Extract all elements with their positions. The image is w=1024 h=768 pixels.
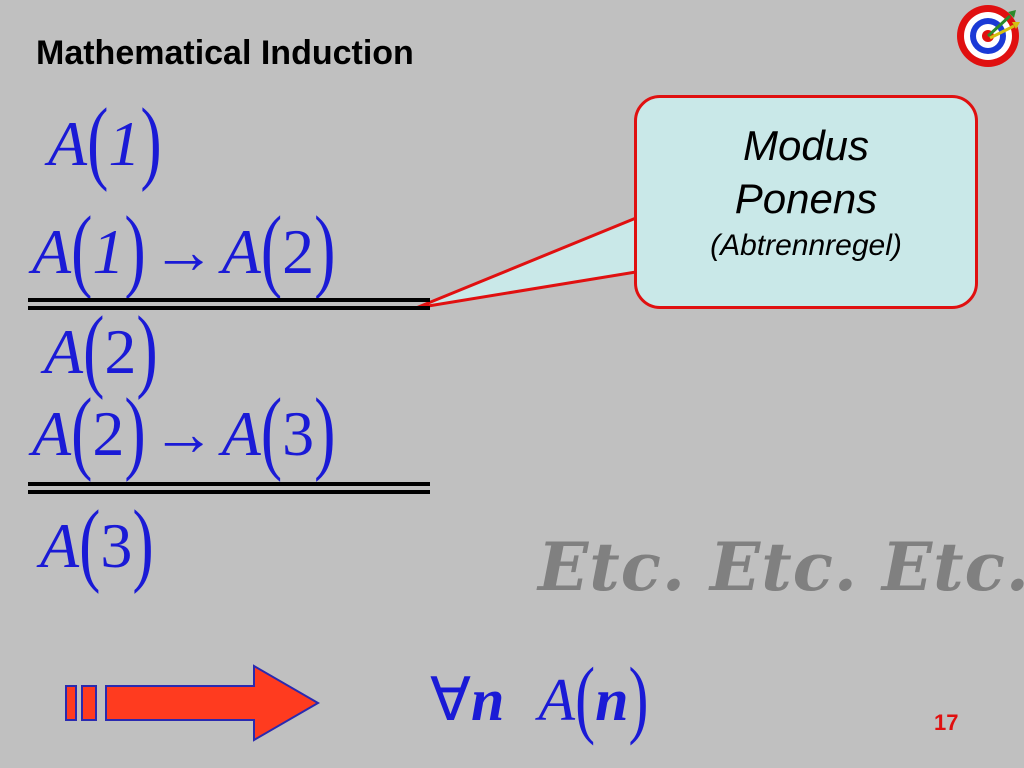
formula-arg: 2	[282, 216, 315, 287]
formula-arg: n	[595, 667, 629, 733]
etc-text: Etc. Etc. Etc.	[538, 528, 1024, 606]
formula-fn: A	[221, 398, 261, 469]
implies-arrow: →	[151, 398, 216, 469]
modus-ponens-callout: Modus Ponens (Abtrennregel)	[634, 95, 978, 309]
formula-a3: A(3)	[40, 491, 154, 595]
formula-arg: 1	[108, 108, 141, 179]
formula-fn: A	[221, 216, 261, 287]
callout-line-ponens: Ponens	[734, 174, 878, 222]
forall-symbol: ∀	[430, 667, 472, 733]
formula-fn: A	[32, 398, 72, 469]
callout-line-modus: Modus	[742, 122, 870, 169]
inference-line-bottom	[28, 490, 430, 494]
formula-fn: A	[48, 108, 88, 179]
slide-title: Mathematical Induction	[36, 34, 414, 72]
formula-arg: 3	[282, 398, 315, 469]
right-arrow-icon	[65, 664, 320, 742]
formula-fn: A	[538, 667, 576, 733]
formula-fn: A	[40, 510, 80, 581]
formula-var: n	[471, 667, 505, 733]
formula-a1: A(1)	[48, 89, 162, 193]
callout-line-abtrennregel: (Abtrennregel)	[710, 229, 902, 262]
formula-fn: A	[32, 216, 72, 287]
inference-line-top	[28, 298, 430, 302]
formula-fn: A	[44, 316, 84, 387]
implies-arrow: →	[151, 216, 216, 287]
formula-a1-implies-a2: A(1)→A(2)	[32, 197, 336, 301]
formula-a2-implies-a3: A(2)→A(3)	[32, 379, 336, 483]
formula-arg: 1	[92, 216, 125, 287]
formula-arg: 2	[92, 398, 125, 469]
page-number: 17	[934, 710, 959, 735]
formula-arg: 2	[104, 316, 137, 387]
formula-arg: 3	[100, 510, 133, 581]
inference-line-top	[28, 482, 430, 486]
inference-line-bottom	[28, 306, 430, 310]
formula-a2: A(2)	[44, 297, 158, 401]
target-dart-icon	[957, 5, 1020, 67]
